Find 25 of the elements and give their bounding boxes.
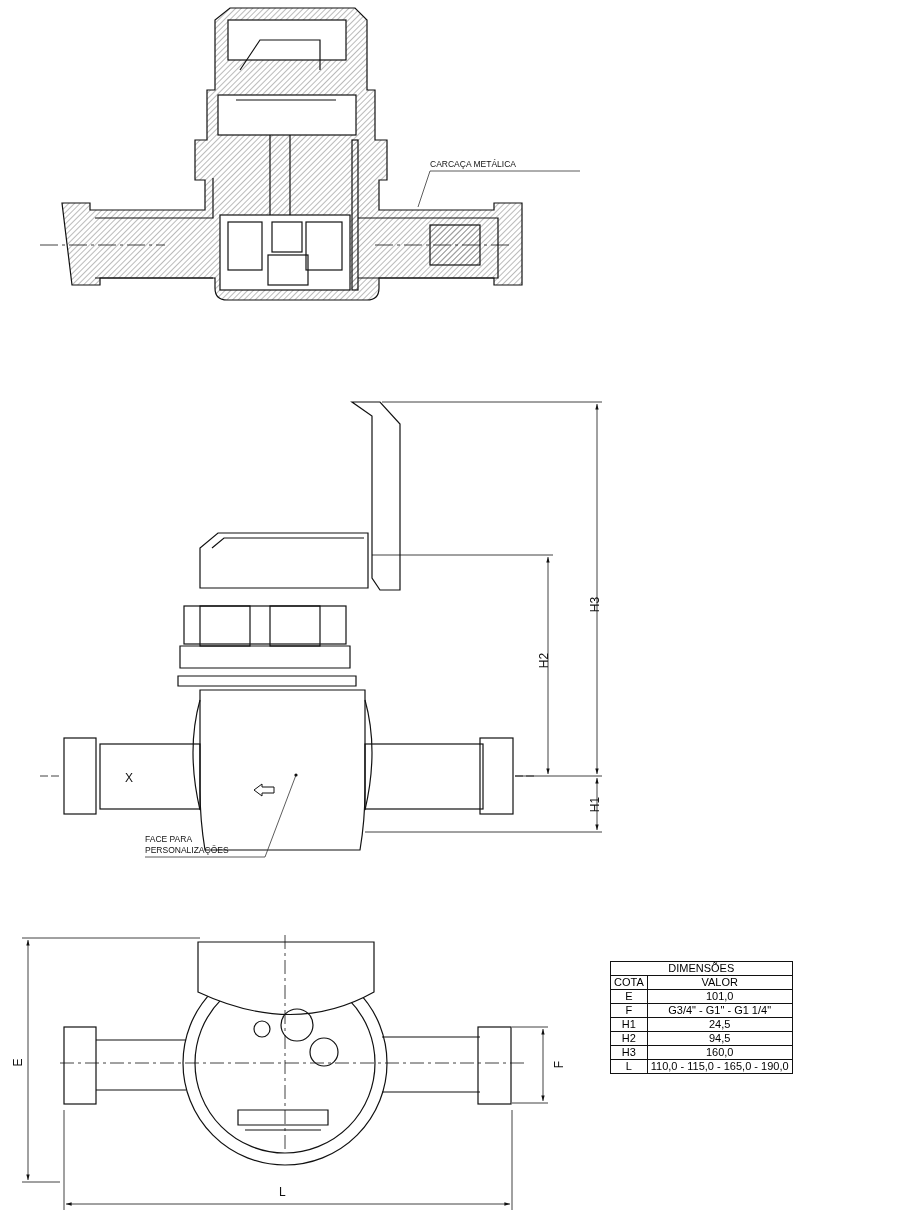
table-cell: E xyxy=(610,989,648,1004)
leader-line xyxy=(417,170,581,208)
dimension-label: H2 xyxy=(538,652,552,669)
table-cell: 110,0 - 115,0 - 165,0 - 190,0 xyxy=(647,1059,793,1074)
part-marker: X xyxy=(125,772,133,785)
table-cell: H3 xyxy=(610,1045,648,1060)
dimension-label: H3 xyxy=(589,596,603,613)
dimension-label: E xyxy=(11,1058,25,1067)
table-cell: G3/4" - G1" - G1 1/4" xyxy=(647,1003,793,1018)
dimension-label: F xyxy=(553,1060,567,1069)
callout-text: FACE PARA PERSONALIZAÇÕES xyxy=(145,834,229,855)
dimension-label: H1 xyxy=(589,796,603,813)
table-cell: H2 xyxy=(610,1031,648,1046)
table-cell: 24,5 xyxy=(647,1017,793,1032)
table-cell: 101,0 xyxy=(647,989,793,1004)
callout-text: CARCAÇA METÁLICA xyxy=(430,159,516,169)
table-cell: 160,0 xyxy=(647,1045,793,1060)
dimension-label: L xyxy=(279,1186,286,1199)
column-header: COTA xyxy=(610,975,648,990)
table-cell: L xyxy=(610,1059,648,1074)
table-cell: 94,5 xyxy=(647,1031,793,1046)
table-cell: F xyxy=(610,1003,648,1018)
table-cell: H1 xyxy=(610,1017,648,1032)
table-title: DIMENSÕES xyxy=(610,961,793,976)
column-header: VALOR xyxy=(647,975,793,990)
